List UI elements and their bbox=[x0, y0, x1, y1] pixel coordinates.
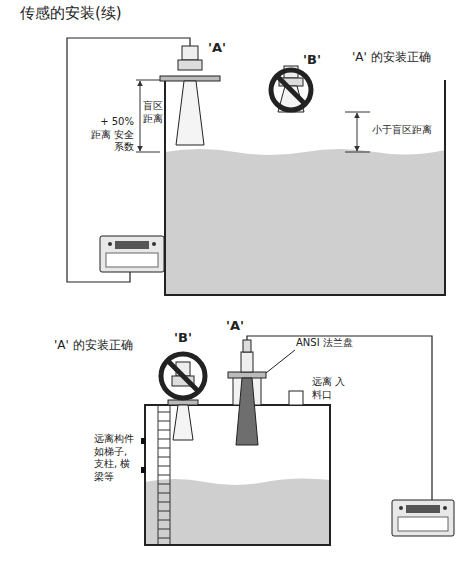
controller bbox=[392, 500, 454, 536]
wire bbox=[247, 336, 432, 500]
label: 小于盲区距离 bbox=[372, 124, 432, 137]
label: 远离 入料口 bbox=[312, 376, 346, 401]
label: 'A' bbox=[208, 40, 226, 56]
label: 'A' 的安装正确 bbox=[352, 50, 431, 65]
label: 'B' bbox=[303, 52, 321, 68]
inlet bbox=[289, 391, 303, 405]
top-tank bbox=[165, 80, 445, 295]
sensor-a bbox=[160, 46, 220, 145]
controller bbox=[100, 236, 164, 272]
dimension bbox=[136, 80, 370, 152]
sensor-a bbox=[228, 340, 266, 445]
label: 远离构件 如梯子, 支柱, 横梁等 bbox=[94, 433, 138, 483]
label: 盲区 距离 bbox=[143, 100, 164, 125]
ladder bbox=[158, 405, 170, 545]
sensor-b bbox=[161, 354, 205, 440]
bottom-tank bbox=[141, 405, 330, 545]
label: 'B' bbox=[174, 330, 192, 346]
label: ANSI 法兰盘 bbox=[296, 337, 353, 350]
title: 传感的安装(续) bbox=[20, 4, 122, 23]
wire bbox=[67, 38, 190, 282]
label: + 50% 距离 安全系数 bbox=[90, 116, 134, 154]
label: 'A' bbox=[226, 318, 244, 334]
leader-line bbox=[266, 350, 295, 373]
label: 'A' 的安装正确 bbox=[54, 338, 133, 353]
sensor-b bbox=[271, 66, 311, 112]
